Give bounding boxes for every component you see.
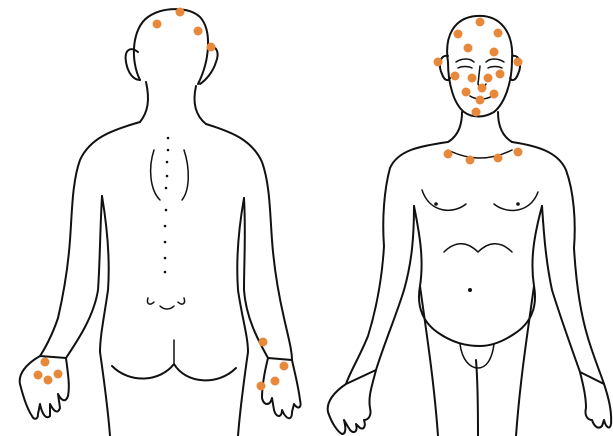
front-face-marker xyxy=(490,48,499,57)
front-face-marker xyxy=(478,84,487,93)
back-hands-marker xyxy=(41,358,50,367)
back-head-marker xyxy=(176,8,185,17)
front-legs xyxy=(420,286,534,436)
markers-layer xyxy=(34,8,523,391)
front-right-hand xyxy=(580,372,611,428)
back-head-outline xyxy=(134,9,208,84)
front-face-marker xyxy=(454,30,463,39)
back-head-marker xyxy=(194,27,203,36)
front-face-marker xyxy=(464,44,473,53)
front-eyebrows xyxy=(456,59,504,62)
front-face-marker xyxy=(496,70,505,79)
back-left-scapula xyxy=(151,150,160,200)
back-right-scapula xyxy=(182,150,188,200)
front-face-marker xyxy=(472,108,481,117)
back-left-torso xyxy=(40,122,140,356)
front-face-marker xyxy=(476,18,485,27)
back-right-ear xyxy=(200,47,218,84)
back-buttocks xyxy=(112,364,236,380)
front-nipples xyxy=(434,202,520,206)
front-chest xyxy=(422,150,538,210)
front-chest-marker xyxy=(514,148,523,157)
front-face-marker xyxy=(494,29,503,38)
back-head-marker xyxy=(207,43,216,52)
front-face-marker xyxy=(462,88,471,97)
back-hands-marker xyxy=(257,382,266,391)
back-hands-marker xyxy=(54,370,63,379)
front-face-marker xyxy=(484,74,493,83)
front-face-marker xyxy=(514,58,523,67)
back-lumbar-dimples xyxy=(147,298,184,309)
front-abdomen xyxy=(444,244,512,252)
front-face-marker xyxy=(468,74,477,83)
front-left-hand xyxy=(328,370,376,434)
back-right-inner-arm xyxy=(244,198,268,358)
back-hands-marker xyxy=(34,371,43,380)
back-waist xyxy=(100,196,248,352)
back-head-marker xyxy=(153,20,162,29)
back-neck xyxy=(140,82,206,124)
back-hands-marker xyxy=(271,377,280,386)
front-face-marker xyxy=(490,90,499,99)
back-spine-dots xyxy=(164,137,170,274)
front-navel xyxy=(468,288,472,292)
front-face-marker xyxy=(451,72,460,81)
front-chest-marker xyxy=(494,154,503,163)
front-face-marker xyxy=(434,58,443,67)
front-chest-marker xyxy=(444,150,453,159)
back-hands-marker xyxy=(280,362,289,371)
back-hands-marker xyxy=(259,338,268,347)
front-torso xyxy=(346,142,604,384)
front-face-marker xyxy=(476,96,485,105)
back-hands-marker xyxy=(44,376,53,385)
front-inner-arms xyxy=(376,206,580,372)
front-waist xyxy=(414,206,542,346)
back-right-torso xyxy=(206,124,292,360)
front-chest-marker xyxy=(466,156,475,165)
